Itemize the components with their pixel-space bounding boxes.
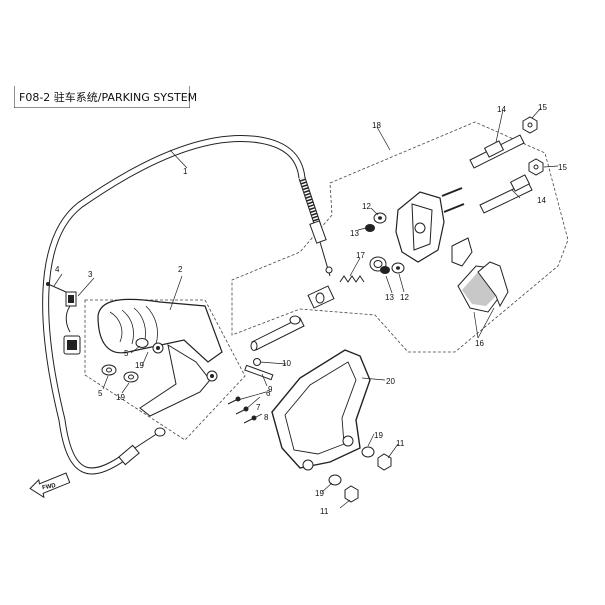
- callout-13a: 13: [350, 229, 359, 238]
- parking-cable: [42, 135, 333, 475]
- callout-19a: 19: [135, 361, 144, 370]
- small-bolts: [227, 396, 257, 424]
- nut-upper: [522, 116, 538, 134]
- nut-lower: [528, 158, 544, 176]
- lever-assembly-outline: [84, 299, 246, 441]
- callout-14a: 14: [497, 105, 506, 114]
- guard-bolt-lower: [328, 474, 359, 503]
- caliper-pin-upper: [469, 134, 525, 169]
- fwd-label: FWD: [42, 483, 57, 491]
- callout-12a: 12: [362, 202, 371, 211]
- callout-19b: 19: [116, 393, 125, 402]
- callout-18: 18: [372, 121, 381, 130]
- callout-13b: 13: [385, 293, 394, 302]
- diagram-title-box: F08-2 驻车系统/PARKING SYSTEM: [14, 86, 197, 108]
- fwd-arrow: FWD: [29, 472, 71, 499]
- washer-left: [101, 364, 117, 376]
- callout-14b: 14: [537, 196, 546, 205]
- callout-15a: 15: [538, 103, 547, 112]
- callout-7: 7: [256, 403, 261, 412]
- caliper-guard: [271, 349, 371, 471]
- caliper-body: [395, 187, 465, 263]
- callout-11b: 11: [320, 507, 329, 516]
- callout-10: 10: [282, 359, 291, 368]
- callout-11a: 11: [396, 439, 405, 448]
- caliper-washers: [365, 212, 405, 274]
- callout-9: 9: [268, 385, 273, 394]
- callout-12b: 12: [400, 293, 409, 302]
- caliper-shaft: [250, 285, 335, 351]
- guard-bolt-upper: [361, 446, 392, 471]
- callout-4: 4: [55, 265, 60, 274]
- leader-lines: [53, 107, 559, 509]
- callout-1: 1: [183, 167, 188, 176]
- pin-and-bolt: [244, 358, 274, 381]
- callout-17: 17: [356, 251, 365, 260]
- callout-6: 6: [266, 389, 271, 398]
- callout-20: 20: [386, 377, 395, 386]
- callout-19c: 19: [374, 431, 383, 440]
- callouts: 1 2 3 4 5 5 6 7 8 9 10 11 11 12 12 13 13…: [55, 103, 567, 516]
- washer-left-2: [123, 371, 139, 383]
- washer-upper: [135, 338, 149, 348]
- callout-5a: 5: [124, 349, 129, 358]
- caliper-pin-lower: [479, 174, 533, 214]
- parking-lever: [97, 298, 223, 417]
- callout-19d: 19: [315, 489, 324, 498]
- callout-5b: 5: [98, 389, 103, 398]
- callout-3: 3: [88, 270, 93, 279]
- callout-8: 8: [264, 413, 269, 422]
- caliper-assembly-outline: [231, 121, 569, 353]
- return-spring: [339, 256, 387, 283]
- callout-15b: 15: [558, 163, 567, 172]
- brake-switch: [46, 282, 81, 355]
- callout-2: 2: [178, 265, 183, 274]
- brake-pads: [451, 237, 509, 313]
- diagram-title: F08-2 驻车系统/PARKING SYSTEM: [19, 91, 198, 104]
- callout-16: 16: [475, 339, 484, 348]
